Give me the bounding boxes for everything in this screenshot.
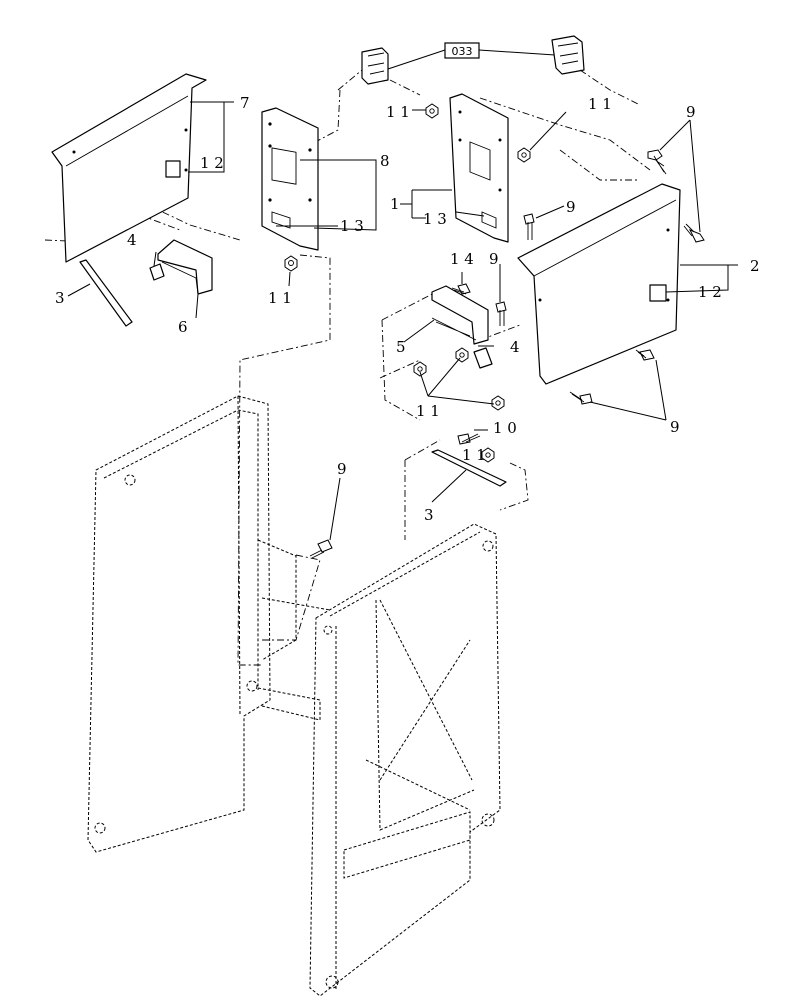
callout-3-left: 3: [55, 289, 65, 307]
callout-12-left: 1 2: [200, 154, 224, 172]
nut-bar: [481, 447, 495, 463]
hidden-lines: [44, 69, 651, 666]
callout-12-right: 1 2: [698, 283, 722, 301]
left-phantom-frame: [87, 395, 271, 853]
right-mount-bracket: [431, 285, 489, 345]
center-cover-plate: [449, 93, 509, 243]
bolt-right-panel-b: [569, 391, 593, 405]
nut-top-left: [425, 103, 439, 119]
bolt-top-right: [647, 149, 667, 175]
nut-bracket-a: [413, 361, 427, 377]
right-phantom-frame: [309, 523, 501, 997]
callout-9-top-right: 9: [686, 103, 696, 121]
bolt-bracket-9: [495, 301, 507, 326]
leader-lines: [67, 101, 738, 541]
upper-clip-left: [361, 47, 389, 85]
callout-1: 1: [390, 195, 400, 213]
nut-under-panel: [284, 255, 298, 272]
bolt-right-lower: [683, 223, 705, 243]
callout-11-top-right: 1 1: [588, 95, 612, 113]
callout-labels: 7 8 1 2 1 3 4 3 6 1 1 1 1 1 1 9 1 1 3 9 …: [55, 94, 760, 524]
left-spacer-4: [149, 263, 165, 281]
callout-3-right: 3: [424, 506, 434, 524]
reference-box-033: 033: [384, 42, 556, 71]
bolt-10: [457, 433, 481, 445]
callout-9-frame: 9: [337, 460, 347, 478]
bolt-right-panel-a: [635, 349, 655, 361]
callout-11-bar: 1 1: [462, 446, 486, 464]
nut-bracket-c: [491, 395, 505, 411]
callout-11-bracket: 1 1: [416, 402, 440, 420]
callout-13-mid: 1 3: [423, 210, 447, 228]
left-panel-decal: [165, 160, 181, 178]
callout-8: 8: [380, 152, 390, 170]
callout-9-mid: 9: [566, 198, 576, 216]
bolt-mid: [523, 213, 535, 240]
callout-13-left: 1 3: [340, 217, 364, 235]
callout-11-top-left: 1 1: [386, 103, 410, 121]
right-panel-decal: [649, 284, 667, 302]
middle-cover-plate: [261, 107, 319, 251]
callout-6: 6: [178, 318, 188, 336]
left-side-panel: [51, 73, 207, 263]
callout-5: 5: [396, 338, 406, 356]
callout-9-bottom-right: 9: [670, 418, 680, 436]
callout-2: 2: [750, 257, 760, 275]
right-side-panel: [517, 183, 681, 385]
bolt-frame-9: [309, 539, 333, 559]
callout-14: 1 4: [450, 250, 474, 268]
reference-box-label: 033: [452, 45, 473, 58]
callout-10: 1 0: [493, 419, 517, 437]
callout-9-bracket: 9: [489, 250, 499, 268]
upper-clip-right: [551, 35, 585, 75]
frame-connector: [257, 539, 331, 721]
left-strap-bar: [79, 259, 133, 327]
callout-7: 7: [240, 94, 250, 112]
lower-strap-bar: [431, 449, 507, 487]
left-mount-bracket: [157, 239, 213, 295]
right-spacer-4: [473, 347, 493, 369]
nut-top-right: [517, 147, 531, 163]
callout-4-right: 4: [510, 338, 520, 356]
callout-4-left: 4: [127, 231, 137, 249]
bolt-14: [451, 283, 471, 295]
callout-11-under-panel: 1 1: [268, 289, 292, 307]
